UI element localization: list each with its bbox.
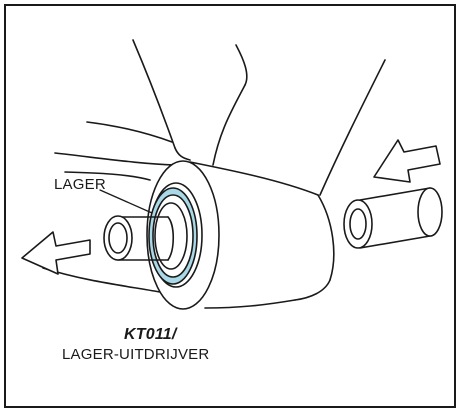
tool-name: LAGER-UITDRIJVER [62, 346, 210, 363]
tool-code: KT011/ [124, 326, 177, 343]
bearing-driver-shaft [103, 215, 175, 261]
bearing-label: LAGER [54, 176, 106, 193]
driver-cylinder [343, 187, 443, 249]
figure-frame [4, 4, 456, 408]
arrow-in-icon [373, 139, 441, 183]
bearing-leader-line [99, 189, 153, 214]
arrow-out-icon [21, 231, 91, 275]
